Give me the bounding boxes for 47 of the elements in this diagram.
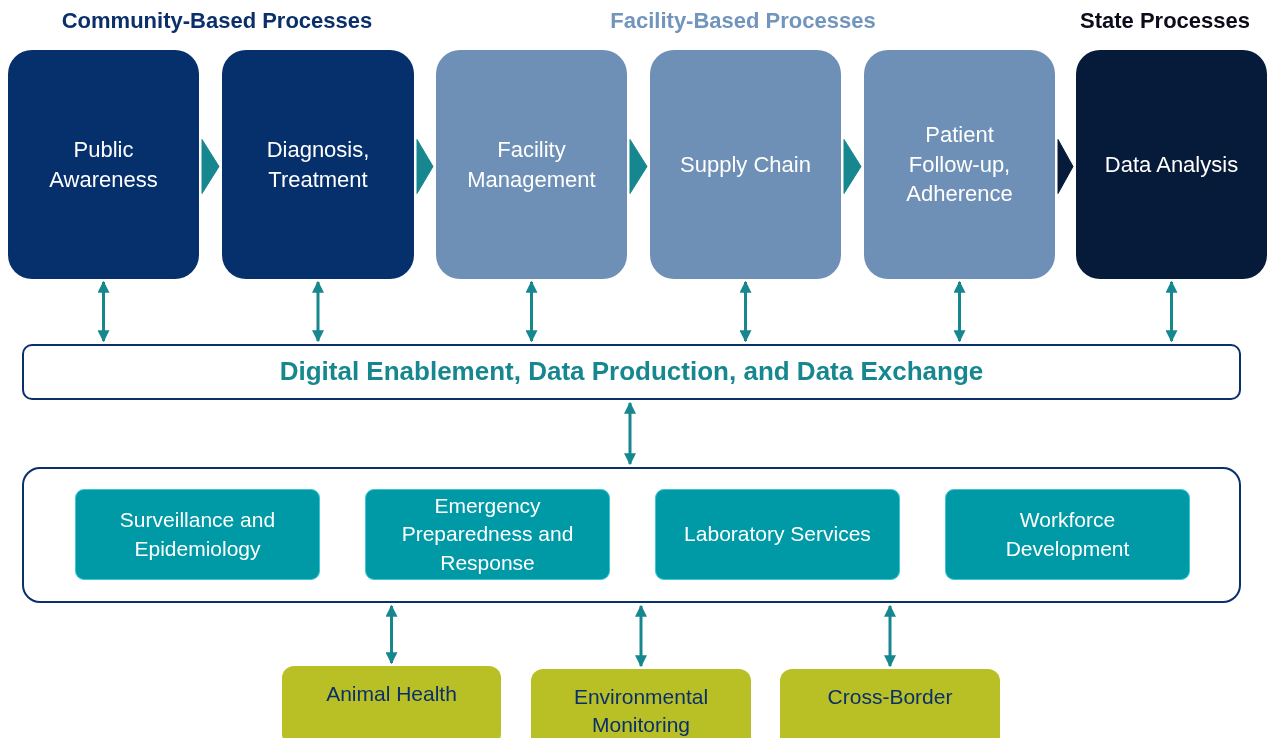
box-label: Cross-Border xyxy=(826,684,954,710)
process-box xyxy=(1076,50,1267,279)
box-label: Emergency Preparedness and Response xyxy=(400,493,575,576)
box-label: Supply Chain xyxy=(679,150,812,179)
box-label: Data Analysis xyxy=(1103,150,1240,179)
service-box xyxy=(75,489,320,580)
box-label: Patient Follow-up, Adherence xyxy=(905,120,1014,209)
domain-box xyxy=(780,669,1000,738)
chevron-arrow xyxy=(629,139,648,194)
process-box xyxy=(8,50,199,279)
box-label: Facility Management xyxy=(466,135,597,194)
chevron-arrow xyxy=(201,139,220,194)
process-box xyxy=(222,50,414,279)
process-box xyxy=(650,50,841,279)
process-box xyxy=(864,50,1055,279)
box-label: Diagnosis, Treatment xyxy=(265,135,371,194)
service-box xyxy=(365,489,610,580)
double-arrow xyxy=(525,280,538,343)
double-arrow xyxy=(953,280,966,343)
group-heading: State Processes xyxy=(1080,8,1250,34)
process-box xyxy=(436,50,627,279)
domain-box xyxy=(531,669,751,738)
service-box xyxy=(655,489,900,580)
double-arrow xyxy=(635,604,647,668)
double-arrow xyxy=(312,280,324,343)
chevron-arrow xyxy=(416,139,434,194)
enablement-band xyxy=(22,344,1241,400)
box-label: Animal Health xyxy=(325,681,458,707)
double-arrow xyxy=(884,604,896,668)
service-container xyxy=(22,467,1241,603)
box-label: Public Awareness xyxy=(48,135,159,194)
chevron-arrow xyxy=(843,139,862,194)
double-arrow xyxy=(385,604,398,665)
double-arrow xyxy=(1165,280,1178,343)
double-arrow xyxy=(739,280,752,343)
box-label: Workforce Development xyxy=(1004,507,1131,562)
double-arrow xyxy=(624,401,636,466)
domain-box xyxy=(282,666,501,738)
box-label: Digital Enablement, Data Production, and Data Exchange xyxy=(278,355,985,389)
group-heading: Community-Based Processes xyxy=(61,8,373,34)
group-heading: Facility-Based Processes xyxy=(610,8,876,34)
chevron-arrow xyxy=(1057,139,1074,194)
service-box xyxy=(945,489,1190,580)
box-label: Surveillance and Epidemiology xyxy=(118,507,277,562)
box-label: Environmental Monitoring xyxy=(572,684,710,738)
box-label: Laboratory Services xyxy=(683,521,872,548)
double-arrow xyxy=(97,280,110,343)
